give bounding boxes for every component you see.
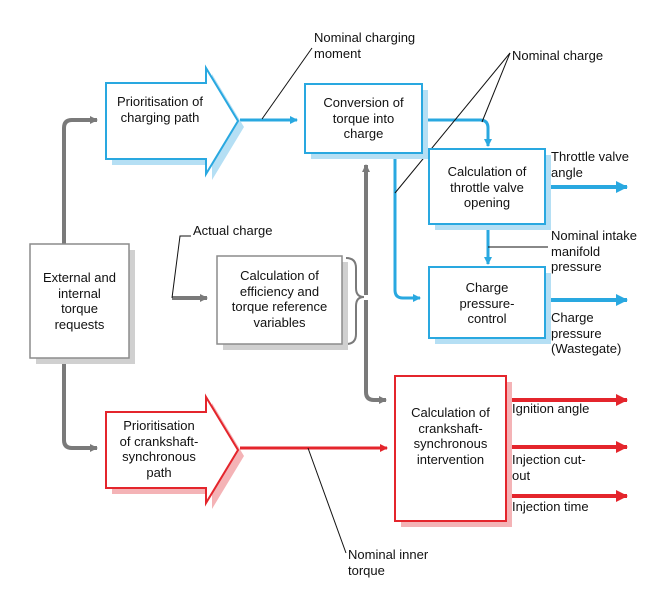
nominal-inner-torque-label: Nominal inner torque xyxy=(348,547,429,578)
connector-requests-to-charging xyxy=(62,116,98,244)
actual-charge-label: Actual charge xyxy=(193,223,273,238)
nominal-charging-moment-label: Nominal charging moment xyxy=(314,30,416,61)
leader-nominal-charging-moment xyxy=(261,47,313,120)
charge-control-label: Charge pressure- control xyxy=(459,280,515,326)
block-prioritisation-crankshaft xyxy=(105,393,244,509)
conversion-label: Conversion of torque into charge xyxy=(323,95,404,141)
crankshaft-intervention-label: Calculation of crankshaft- synchronous i… xyxy=(411,405,490,467)
block-crankshaft-intervention xyxy=(394,375,512,527)
gray-connectors xyxy=(62,116,387,452)
block-efficiency-calc xyxy=(216,255,348,350)
blue-connectors xyxy=(240,116,628,306)
connector-requests-to-crankshaft xyxy=(62,358,98,452)
block-prioritisation-charging xyxy=(105,64,244,180)
leader-nominal-charge-a xyxy=(481,52,511,123)
red-connectors xyxy=(240,394,628,502)
leader-nominal-inner-torque xyxy=(307,447,347,554)
nominal-intake-pressure-label: Nominal intake manifold pressure xyxy=(551,228,637,274)
connector-conversion-to-charge-control xyxy=(393,155,421,302)
injection-time-label: Injection time xyxy=(512,499,589,514)
block-conversion xyxy=(304,83,428,159)
throttle-angle-label: Throttle valve angle xyxy=(551,149,630,180)
prioritisation-crankshaft-label: Prioritisation of crankshaft- synchronou… xyxy=(119,418,199,480)
leader-nominal-charge-b xyxy=(394,52,511,194)
block-charge-control xyxy=(428,266,551,344)
brace-bracket xyxy=(345,257,365,345)
connector-conversion-to-throttle xyxy=(420,118,492,147)
nominal-charge-label: Nominal charge xyxy=(512,48,604,63)
throttle-calc-label: Calculation of throttle valve opening xyxy=(447,164,527,210)
external-requests-label: External and internal torque requests xyxy=(43,270,116,332)
leader-actual-charge xyxy=(171,235,191,299)
block-external-requests xyxy=(29,243,135,364)
callout-lines xyxy=(171,47,548,554)
efficiency-calc-label: Calculation of efficiency and torque ref… xyxy=(231,268,328,330)
ignition-angle-label: Ignition angle xyxy=(512,401,590,416)
injection-cutout-label: Injection cut- out xyxy=(512,452,586,483)
connector-brace-to-intervention xyxy=(364,300,387,404)
prioritisation-charging-label: Prioritisation of charging path xyxy=(117,94,203,125)
charge-pressure-label: Charge pressure (Wastegate) xyxy=(551,310,622,356)
block-throttle-calc xyxy=(428,148,551,230)
